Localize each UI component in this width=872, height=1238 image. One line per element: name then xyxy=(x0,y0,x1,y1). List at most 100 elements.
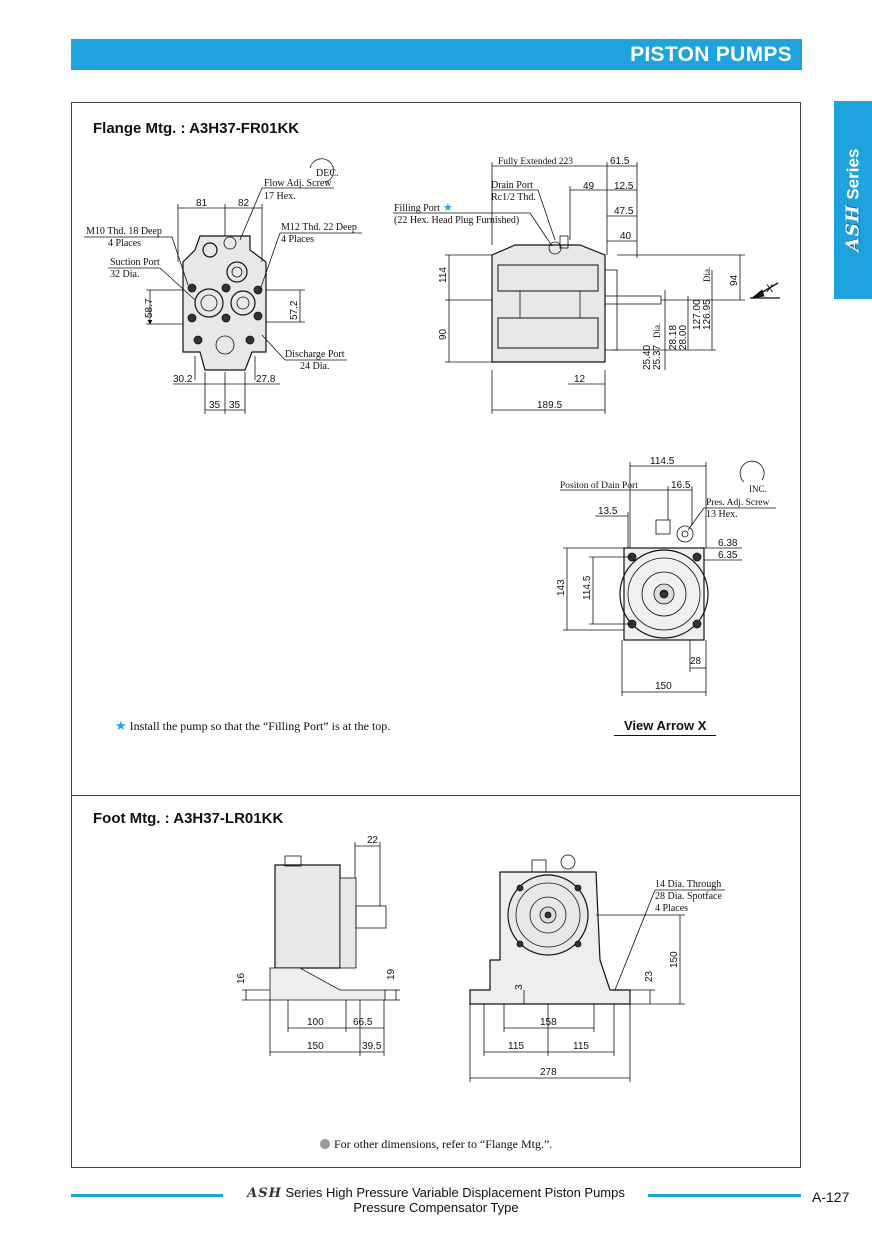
flow-hex-label: 17 Hex. xyxy=(264,191,296,202)
foot-side-view xyxy=(242,842,400,1056)
star-icon: ★ xyxy=(115,718,127,733)
dim-30-2: 30.2 xyxy=(173,374,193,385)
dim-49: 49 xyxy=(583,181,595,192)
foot-dim-158: 158 xyxy=(540,1017,557,1028)
dim-12-5: 12.5 xyxy=(614,181,634,192)
pres-adj-label: Pres. Adj. Screw xyxy=(706,498,769,508)
footer-line1: Series High Pressure Variable Displaceme… xyxy=(285,1185,625,1200)
foot-dim-115-b: 115 xyxy=(573,1041,589,1052)
discharge-label: Discharge Port xyxy=(285,349,345,360)
foot-dim-3: 3 xyxy=(514,984,525,990)
suction-label: Suction Port xyxy=(110,257,160,268)
footer-line-left xyxy=(71,1194,223,1197)
dim-47-5: 47.5 xyxy=(614,206,634,217)
dim-82: 82 xyxy=(238,198,250,209)
pos-drain-label: Positon of Dain Port xyxy=(560,480,638,491)
filling-port-note: ★ Install the pump so that the “Filling … xyxy=(115,718,390,734)
view-arrow-x-drawing xyxy=(560,460,776,696)
fully-extended-label: Fully Extended 223 xyxy=(498,157,573,167)
flange-front-view xyxy=(84,158,362,414)
dim-61-5: 61.5 xyxy=(610,156,630,167)
foot-note: For other dimensions, refer to “Flange M… xyxy=(320,1137,552,1152)
foot-dim-100: 100 xyxy=(307,1017,324,1028)
foot-dim-115-a: 115 xyxy=(508,1041,524,1052)
dim-28-18: 28.18 xyxy=(668,325,679,350)
dim-150: 150 xyxy=(655,681,672,692)
discharge-dia-label: 24 Dia. xyxy=(300,361,329,372)
dim-81: 81 xyxy=(196,198,208,209)
foot-dim-66-5: 66.5 xyxy=(353,1017,373,1028)
hole-label-1: 14 Dia. Through xyxy=(655,879,721,890)
dim-58-7: 58.7 xyxy=(144,298,155,318)
foot-dim-150: 150 xyxy=(307,1041,324,1052)
foot-dim-278: 278 xyxy=(540,1067,557,1078)
flow-adj-label: Flow Adj. Screw xyxy=(264,178,332,189)
dim-13-5: 13.5 xyxy=(598,506,618,517)
m12-label: M12 Thd. 22 Deep xyxy=(281,222,357,233)
dim-35-b: 35 xyxy=(229,400,241,411)
dim-25-37: 25.37 xyxy=(652,345,663,370)
drain-thd-label: Rc1/2 Thd. xyxy=(491,192,536,203)
dim-189-5: 189.5 xyxy=(537,400,562,411)
dim-114-5-top: 114.5 xyxy=(650,456,675,467)
foot-front-view xyxy=(469,854,725,1082)
series-side-tab: ASH Series xyxy=(834,101,872,299)
page-title: PISTON PUMPS xyxy=(630,43,792,66)
foot-panel xyxy=(71,795,801,1168)
pres-hex-label: 13 Hex. xyxy=(706,509,738,520)
dec-label: DEC. xyxy=(316,168,339,179)
dim-57-2: 57.2 xyxy=(289,300,300,320)
flange-side-view xyxy=(393,162,780,414)
foot-dim-150-v: 150 xyxy=(669,951,680,968)
dim-114-5: 114.5 xyxy=(582,575,593,600)
dim-90: 90 xyxy=(438,328,449,340)
foot-dim-19: 19 xyxy=(386,968,397,980)
footer-line2: Pressure Compensator Type xyxy=(353,1200,519,1215)
dim-28: 28 xyxy=(690,656,702,667)
foot-dim-23: 23 xyxy=(644,970,655,982)
inc-label: INC. xyxy=(749,484,767,494)
m10-places-label: 4 Places xyxy=(108,238,141,249)
dim-127-dia: Dia. xyxy=(702,267,712,282)
footer-line-right xyxy=(648,1194,801,1197)
dim-35-a: 35 xyxy=(209,400,221,411)
x-arrow-label: X xyxy=(766,283,774,295)
dim-94: 94 xyxy=(729,274,740,286)
foot-note-text: For other dimensions, refer to “Flange M… xyxy=(334,1137,553,1151)
m10-label: M10 Thd. 18 Deep xyxy=(86,226,162,237)
filling-port-label: Filling Port xyxy=(394,203,440,214)
dim-25-40: 25.40 xyxy=(642,345,653,370)
foot-dim-16: 16 xyxy=(236,972,247,984)
header-banner: PISTON PUMPS xyxy=(71,39,802,70)
view-arrow-x-title: View Arrow X xyxy=(614,718,717,736)
m12-places-label: 4 Places xyxy=(281,234,314,245)
foot-dim-39-5: 39.5 xyxy=(362,1041,382,1052)
hole-label-3: 4 Places xyxy=(655,903,688,914)
drain-port-label: Drain Port xyxy=(491,180,533,191)
dim-127-00: 127.00 xyxy=(692,299,703,330)
foot-dim-22: 22 xyxy=(367,835,379,846)
dim-126-95: 126.95 xyxy=(702,299,713,330)
filling-star-icon: ★ xyxy=(443,202,453,214)
dim-6-35: 6.35 xyxy=(718,550,738,561)
bullet-dot-icon xyxy=(320,1139,330,1149)
dim-12: 12 xyxy=(574,374,586,385)
dim-6-38: 6.38 xyxy=(718,538,738,549)
footer-ash-logo: ASH xyxy=(247,1186,282,1201)
dim-40: 40 xyxy=(620,231,632,242)
footer-caption: ASH Series High Pressure Variable Displa… xyxy=(228,1186,644,1215)
page-number: A-127 xyxy=(812,1189,850,1205)
flange-title: Flange Mtg. : A3H37-FR01KK xyxy=(93,120,300,137)
hole-label-2: 28 Dia. Spotface xyxy=(655,891,722,902)
suction-dia-label: 32 Dia. xyxy=(110,269,139,280)
dim-114: 114 xyxy=(438,267,449,283)
filling-port-note-text: Install the pump so that the “Filling Po… xyxy=(129,719,391,733)
dim-25-dia: Dia. xyxy=(652,323,662,338)
dim-16-5: 16.5 xyxy=(671,480,691,491)
filling-hex-label: (22 Hex. Head Plug Furnished) xyxy=(394,215,519,226)
flange-panel xyxy=(71,102,801,796)
foot-title: Foot Mtg. : A3H37-LR01KK xyxy=(93,810,284,827)
dim-28-00: 28.00 xyxy=(678,325,689,350)
dim-27-8: 27.8 xyxy=(256,374,276,385)
